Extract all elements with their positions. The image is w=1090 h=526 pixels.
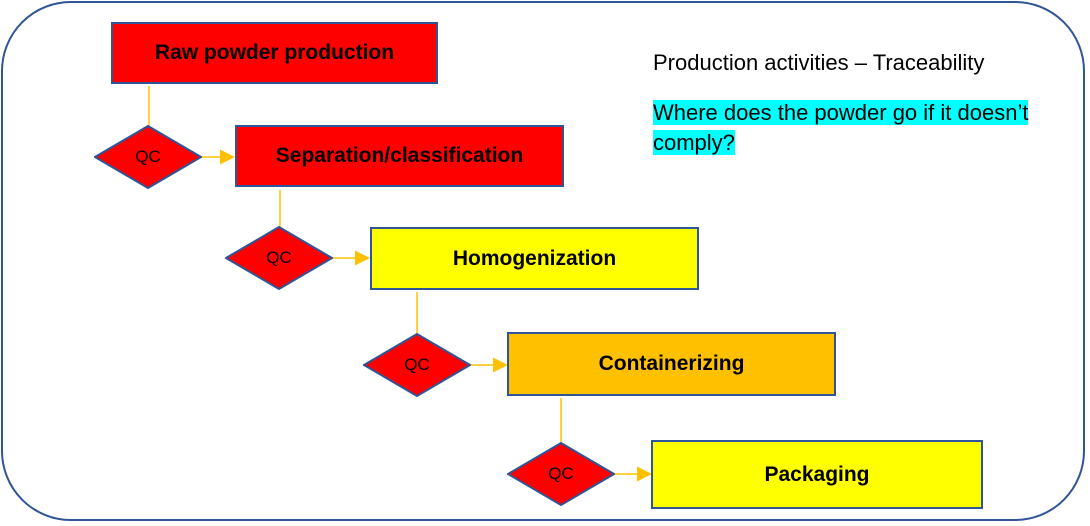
step-separation-classification: Separation/classification (235, 125, 564, 187)
qc-diamond: QC (507, 442, 615, 506)
question-text: Where does the powder go if it doesn’t c… (653, 100, 1029, 155)
step-label: Packaging (764, 462, 870, 486)
step-label: Separation/classification (275, 144, 524, 167)
qc-label: QC (266, 248, 292, 267)
question-callout: Where does the powder go if it doesn’t c… (653, 98, 1073, 158)
step-homogenization: Homogenization (370, 227, 699, 290)
step-label: Containerizing (598, 352, 745, 375)
step-label: Homogenization (452, 246, 617, 270)
step-label: Raw powder production (154, 41, 395, 64)
page-title: Production activities – Traceability (653, 50, 985, 75)
qc-label: QC (548, 464, 574, 483)
qc-diamond: QC (363, 333, 471, 397)
qc-label: QC (135, 147, 161, 166)
step-containerizing: Containerizing (507, 332, 836, 396)
qc-diamond: QC (94, 125, 202, 189)
step-packaging: Packaging (651, 440, 983, 509)
step-raw-powder-production: Raw powder production (111, 22, 438, 84)
qc-diamond: QC (225, 226, 333, 290)
qc-label: QC (404, 355, 430, 374)
